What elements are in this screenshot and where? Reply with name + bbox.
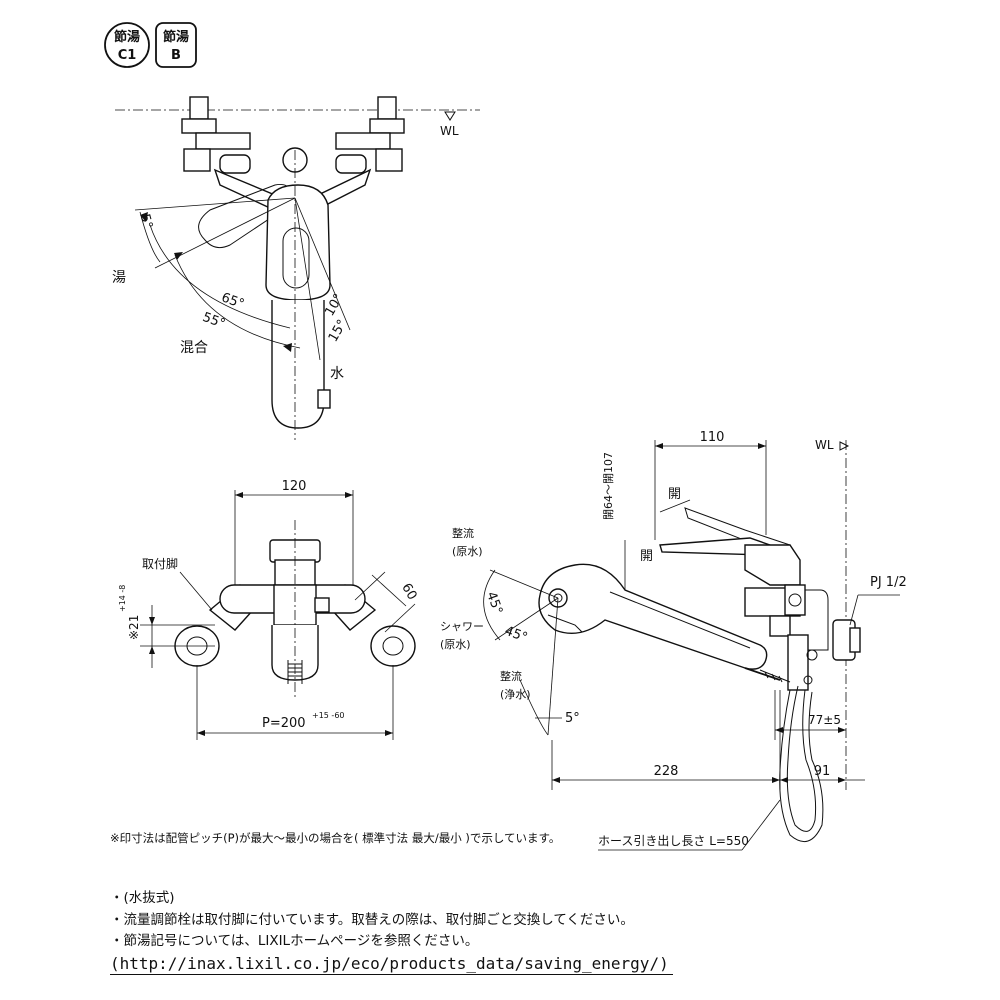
svg-text:※21: ※21 — [127, 615, 141, 640]
svg-text:5°: 5° — [565, 711, 580, 726]
svg-text:水: 水 — [330, 366, 344, 382]
svg-text:整流: 整流 — [500, 669, 522, 683]
svg-text:開: 開 — [668, 487, 681, 502]
svg-text:45°: 45° — [503, 624, 530, 646]
svg-text:節湯: 節湯 — [114, 29, 140, 45]
front-view: 120 取付脚 ※21 +14 -8 60 — [118, 479, 420, 740]
svg-text:+15 -60: +15 -60 — [312, 711, 345, 720]
svg-text:228: 228 — [654, 764, 679, 779]
notes-block: ・(水抜式) ・流量調節栓は取付脚に付いています。取替えの際は、取付脚ごと交換し… — [110, 888, 730, 976]
dimension-footnote: ※印寸法は配管ピッチ(P)が最大～最小の場合を( 標準寸法 最大/最小 )で示し… — [110, 831, 560, 845]
svg-text:節湯: 節湯 — [163, 29, 189, 45]
svg-text:シャワー: シャワー — [440, 620, 484, 633]
svg-text:(浄水): (浄水) — [500, 687, 531, 701]
svg-text:(原水): (原水) — [452, 545, 483, 558]
svg-text:ホース引き出し長さ L=550: ホース引き出し長さ L=550 — [598, 834, 749, 848]
wl-marker-icon — [444, 111, 456, 121]
svg-text:C1: C1 — [118, 48, 137, 63]
svg-text:※印寸法は配管ピッチ(P)が最大～最小の場合を( 標準寸法: ※印寸法は配管ピッチ(P)が最大～最小の場合を( 標準寸法 最大/最小 )で示し… — [110, 831, 560, 845]
svg-text:整流: 整流 — [452, 526, 474, 540]
svg-text:5°: 5° — [137, 212, 155, 230]
svg-text:+14 -8: +14 -8 — [118, 585, 127, 612]
svg-text:開64～開107: 開64～開107 — [602, 452, 615, 520]
svg-text:WL: WL — [440, 124, 459, 138]
svg-text:55°: 55° — [200, 310, 227, 332]
svg-text:65°: 65° — [219, 290, 246, 312]
svg-text:10°: 10° — [322, 291, 347, 318]
svg-text:77±5: 77±5 — [808, 713, 841, 727]
svg-text:取付脚: 取付脚 — [142, 556, 178, 571]
badge-c1: 節湯 C1 — [104, 22, 150, 68]
svg-text:混合: 混合 — [180, 340, 208, 356]
svg-text:WL: WL — [815, 438, 834, 452]
svg-text:(原水): (原水) — [440, 638, 471, 651]
svg-text:開: 開 — [640, 549, 653, 564]
wl-arrow-icon — [839, 441, 850, 451]
svg-text:45°: 45° — [483, 590, 505, 617]
svg-text:P=200: P=200 — [262, 716, 306, 731]
top-view: WL 5° 湯 — [112, 96, 480, 440]
note-item: ・流量調節栓は取付脚に付いています。取替えの際は、取付脚ごと交換してください。 — [110, 911, 634, 928]
badge-b: 節湯 B — [155, 22, 197, 68]
reference-url[interactable]: (http://inax.lixil.co.jp/eco/products_da… — [110, 953, 673, 975]
svg-text:PJ 1/2: PJ 1/2 — [870, 575, 907, 590]
svg-text:B: B — [171, 48, 181, 63]
svg-text:110: 110 — [700, 430, 725, 445]
svg-text:60: 60 — [398, 581, 419, 603]
svg-text:湯: 湯 — [112, 269, 126, 286]
svg-text:120: 120 — [282, 479, 307, 494]
note-item: ・(水抜式) — [110, 890, 175, 906]
note-item: ・節湯記号については、LIXILホームページを参照ください。 — [110, 933, 479, 949]
side-view: 110 WL 開 開 開64～開107 PJ 1/2 — [440, 430, 907, 851]
